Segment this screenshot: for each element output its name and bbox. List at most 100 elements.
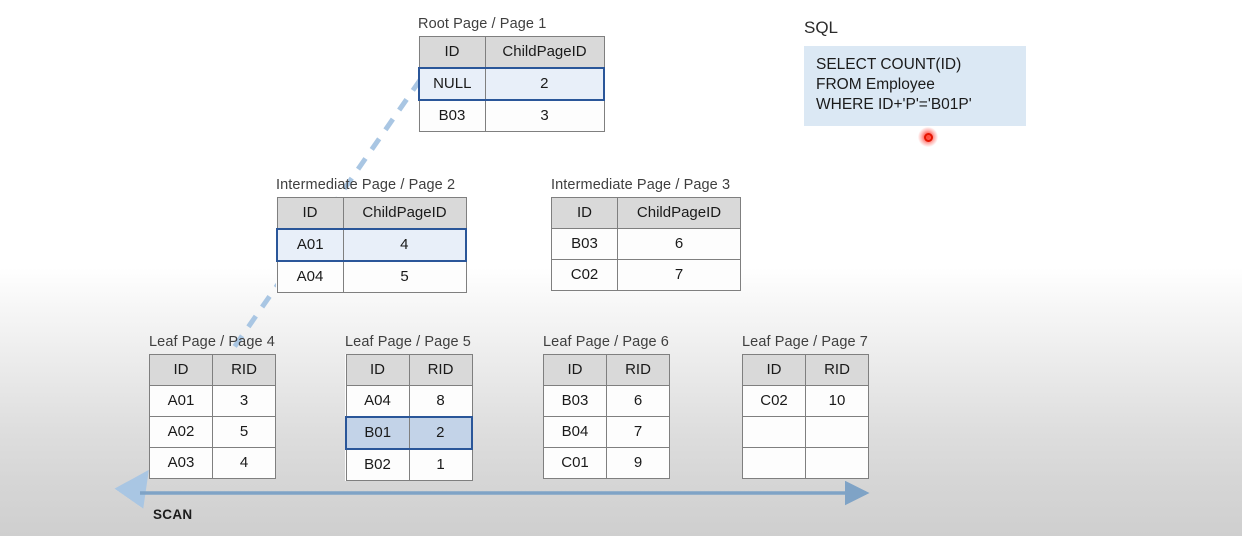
column-header-id: ID [551, 197, 618, 229]
cell-id: B04 [543, 416, 607, 448]
table-row[interactable]: B04 7 [543, 416, 670, 448]
column-header-childpageid: ChildPageID [342, 197, 467, 230]
cell-rid: 3 [212, 385, 276, 417]
column-header-rid: RID [408, 354, 473, 386]
cell-rid: 8 [408, 385, 473, 418]
column-header-id: ID [543, 354, 607, 386]
node-title-leaf-5: Leaf Page / Page 5 [345, 334, 471, 350]
cell-id: B03 [543, 385, 607, 417]
column-header-rid: RID [212, 354, 276, 386]
table-leaf-page-6: ID RID B03 6 B04 7 C01 9 [543, 354, 670, 479]
scan-label: SCAN [153, 507, 193, 522]
node-intermediate-page-3: Intermediate Page / Page 3 ID ChildPageI… [551, 177, 741, 291]
cursor-click-marker [918, 127, 938, 147]
table-root-page: ID ChildPageID NULL 2 B03 3 [418, 36, 605, 132]
node-leaf-page-5: Leaf Page / Page 5 ID RID A04 8 B01 2 B0… [345, 334, 473, 481]
cell-rid: 10 [805, 385, 869, 417]
table-intermediate-page-3: ID ChildPageID B03 6 C02 7 [551, 197, 741, 291]
cell-rid [805, 416, 869, 448]
cell-childpageid: 7 [617, 259, 741, 291]
table-row[interactable]: A03 4 [149, 447, 276, 479]
table-row[interactable]: C02 7 [551, 259, 741, 291]
cell-id: NULL [418, 67, 486, 101]
node-root-page: Root Page / Page 1 ID ChildPageID NULL 2… [418, 16, 605, 132]
cell-id: B03 [418, 99, 486, 132]
cell-id: B02 [345, 448, 410, 481]
column-header-id: ID [345, 354, 410, 386]
cell-childpageid: 2 [484, 67, 605, 101]
column-header-id: ID [276, 197, 344, 230]
table-row[interactable] [742, 416, 869, 448]
sql-line: SELECT COUNT(ID) [816, 56, 962, 73]
cell-id: A01 [149, 385, 213, 417]
node-leaf-page-4: Leaf Page / Page 4 ID RID A01 3 A02 5 A0… [149, 334, 276, 479]
table-leaf-page-5: ID RID A04 8 B01 2 B02 1 [345, 354, 473, 481]
cell-childpageid: 3 [484, 99, 605, 132]
cell-childpageid: 6 [617, 228, 741, 260]
node-title-leaf-4: Leaf Page / Page 4 [149, 334, 275, 350]
node-title-leaf-6: Leaf Page / Page 6 [543, 334, 669, 350]
table-row[interactable]: B03 6 [551, 228, 741, 260]
node-title-root: Root Page / Page 1 [418, 16, 547, 32]
table-header-row: ID ChildPageID [551, 197, 741, 229]
table-row[interactable] [742, 447, 869, 479]
table-row[interactable]: C01 9 [543, 447, 670, 479]
cell-id: A04 [345, 385, 410, 418]
table-row[interactable]: NULL 2 [418, 67, 605, 101]
cell-id: C01 [543, 447, 607, 479]
column-header-rid: RID [805, 354, 869, 386]
table-header-row: ID RID [345, 354, 473, 386]
table-header-row: ID RID [543, 354, 670, 386]
table-row[interactable]: B03 3 [418, 99, 605, 132]
sql-line: WHERE ID+'P'='B01P' [816, 96, 972, 113]
node-intermediate-page-2: Intermediate Page / Page 2 ID ChildPageI… [276, 177, 467, 293]
cell-rid: 7 [606, 416, 670, 448]
cell-id: B03 [551, 228, 618, 260]
table-row[interactable]: A04 8 [345, 385, 473, 418]
table-row[interactable]: A01 3 [149, 385, 276, 417]
cell-id: B01 [345, 416, 410, 450]
node-title-intermediate-3: Intermediate Page / Page 3 [551, 177, 731, 193]
table-header-row: ID RID [742, 354, 869, 386]
cell-id: C02 [551, 259, 618, 291]
node-title-leaf-7: Leaf Page / Page 7 [742, 334, 868, 350]
table-row[interactable]: B03 6 [543, 385, 670, 417]
cell-childpageid: 5 [342, 260, 467, 293]
table-row[interactable]: A02 5 [149, 416, 276, 448]
sql-panel-title: SQL [804, 18, 839, 37]
node-leaf-page-7: Leaf Page / Page 7 ID RID C02 10 [742, 334, 869, 479]
cell-childpageid: 4 [342, 228, 467, 262]
column-header-childpageid: ChildPageID [484, 36, 605, 69]
table-header-row: ID ChildPageID [276, 197, 467, 230]
table-intermediate-page-2: ID ChildPageID A01 4 A04 5 [276, 197, 467, 293]
cell-id: A03 [149, 447, 213, 479]
cell-id: C02 [742, 385, 806, 417]
column-header-id: ID [418, 36, 486, 69]
table-leaf-page-4: ID RID A01 3 A02 5 A03 4 [149, 354, 276, 479]
column-header-id: ID [742, 354, 806, 386]
cell-id [742, 416, 806, 448]
table-row[interactable]: B01 2 [345, 416, 473, 450]
column-header-childpageid: ChildPageID [617, 197, 741, 229]
cell-rid [805, 447, 869, 479]
table-row[interactable]: A04 5 [276, 260, 467, 293]
cell-rid: 6 [606, 385, 670, 417]
cell-id: A04 [276, 260, 344, 293]
cell-rid: 1 [408, 448, 473, 481]
sql-code-box[interactable]: SELECT COUNT(ID) FROM Employee WHERE ID+… [804, 46, 1026, 126]
table-row[interactable]: A01 4 [276, 228, 467, 262]
sql-panel: SQL SELECT COUNT(ID) FROM Employee WHERE… [804, 18, 1026, 126]
node-leaf-page-6: Leaf Page / Page 6 ID RID B03 6 B04 7 C0… [543, 334, 670, 479]
table-row[interactable]: B02 1 [345, 448, 473, 481]
cell-rid: 2 [408, 416, 473, 450]
cell-rid: 4 [212, 447, 276, 479]
column-header-rid: RID [606, 354, 670, 386]
cell-id: A01 [276, 228, 344, 262]
sql-line: FROM Employee [816, 76, 935, 93]
table-header-row: ID ChildPageID [418, 36, 605, 69]
cell-id: A02 [149, 416, 213, 448]
table-leaf-page-7: ID RID C02 10 [742, 354, 869, 479]
table-header-row: ID RID [149, 354, 276, 386]
table-row[interactable]: C02 10 [742, 385, 869, 417]
